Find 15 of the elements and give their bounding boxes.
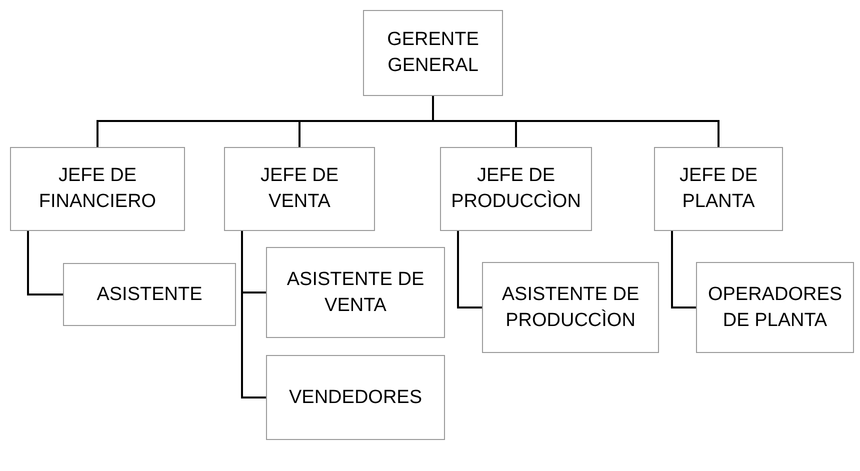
org-box: JEFE DE PLANTA (654, 147, 783, 231)
connector-line (671, 231, 696, 308)
org-box: VENDEDORES (266, 355, 445, 440)
org-box: JEFE DE FINANCIERO (10, 147, 185, 231)
org-box: ASISTENTE DE VENTA (266, 247, 445, 338)
org-box: GERENTE GENERAL (363, 10, 503, 96)
org-box: JEFE DE PRODUCCÌON (440, 147, 592, 231)
org-box: ASISTENTE DE PRODUCCÌON (482, 262, 659, 353)
org-box: OPERADORES DE PLANTA (696, 262, 854, 353)
org-box: ASISTENTE (63, 263, 236, 326)
connector-line (241, 231, 266, 398)
connector-line (457, 231, 482, 308)
connector-line (432, 96, 720, 147)
org-box: JEFE DE VENTA (224, 147, 375, 231)
connector-line (27, 231, 63, 296)
